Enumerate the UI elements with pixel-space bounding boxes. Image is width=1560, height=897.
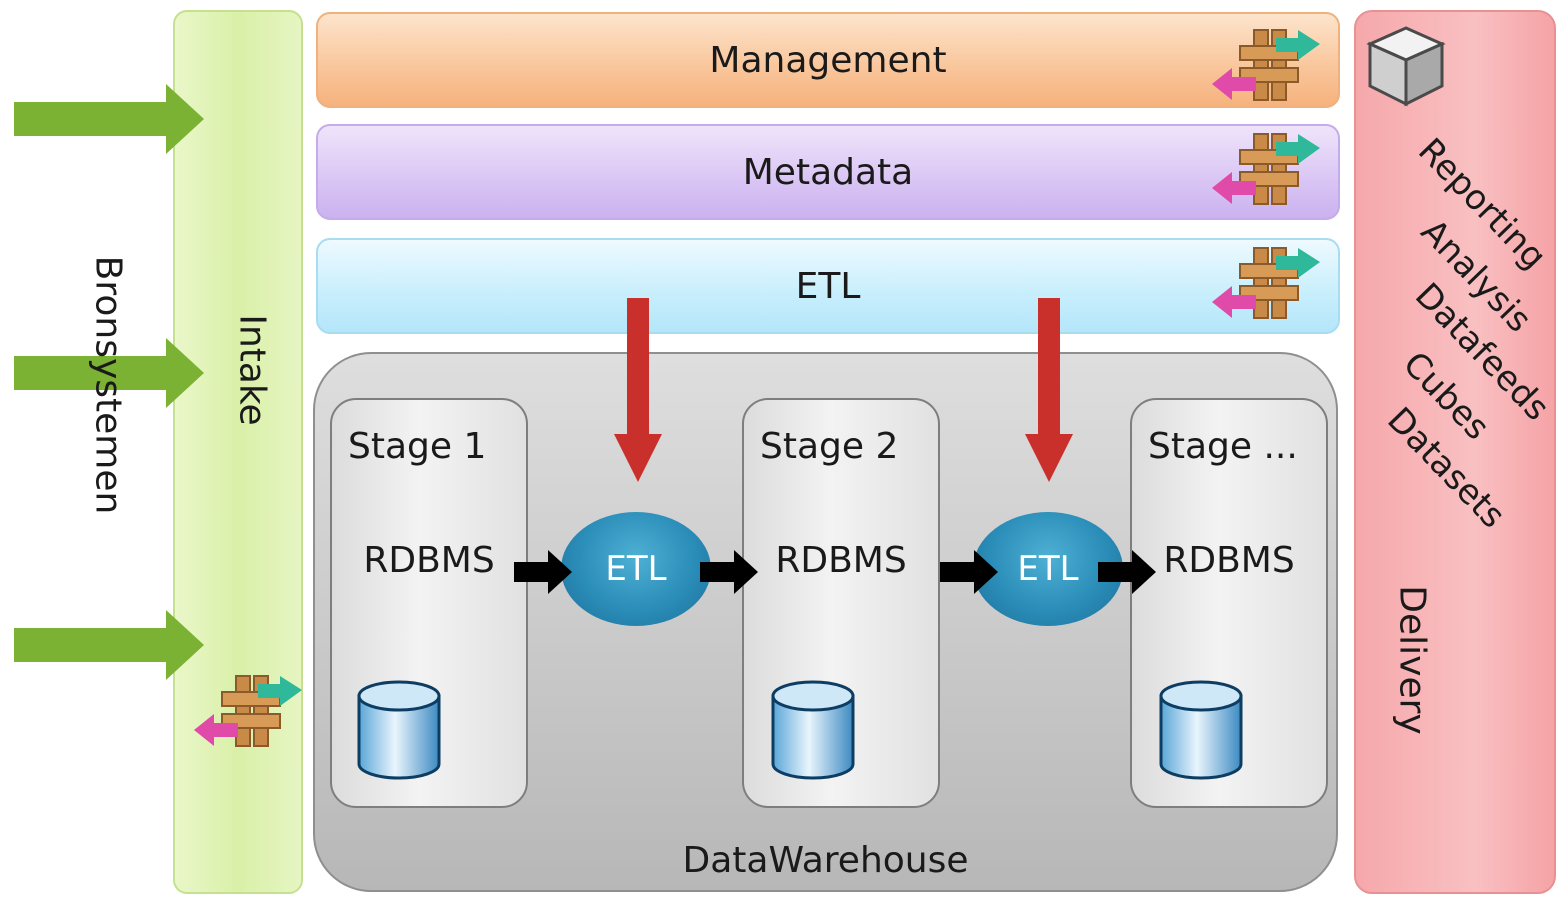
etl-drop-arrow xyxy=(614,298,662,482)
flow-arrow xyxy=(940,550,998,594)
stage-db-label: RDBMS xyxy=(363,540,495,581)
delivery-label: Delivery xyxy=(1391,585,1433,735)
stage-title: Stage 2 xyxy=(760,426,899,467)
flow-arrow xyxy=(700,550,758,594)
management-label: Management xyxy=(709,40,947,81)
stage-title: Stage ... xyxy=(1148,426,1298,467)
stage-db-label: RDBMS xyxy=(1163,540,1295,581)
database-icon xyxy=(771,680,855,780)
etl-drop-arrow xyxy=(1025,298,1073,482)
source-arrow xyxy=(14,84,204,154)
etl-node: ETL xyxy=(973,512,1123,626)
metadata-band: Metadata xyxy=(316,124,1340,220)
intake-label: Intake xyxy=(231,314,273,426)
integration-icon xyxy=(1212,247,1320,319)
integration-icon xyxy=(1212,133,1320,205)
delivery-panel xyxy=(1354,10,1556,894)
flow-arrow xyxy=(514,550,572,594)
integration-icon xyxy=(194,675,302,747)
flow-arrow xyxy=(1098,550,1156,594)
etl-node: ETL xyxy=(561,512,711,626)
metadata-label: Metadata xyxy=(742,152,914,193)
stage-title: Stage 1 xyxy=(348,426,487,467)
cube-icon xyxy=(1366,26,1446,107)
integration-icon xyxy=(1212,29,1320,101)
etl-band: ETL xyxy=(316,238,1340,334)
source-systems-label: Bronsystemen xyxy=(87,255,129,515)
etl-band-label: ETL xyxy=(795,266,861,307)
database-icon xyxy=(1159,680,1243,780)
datawarehouse-label: DataWarehouse xyxy=(682,840,969,881)
management-band: Management xyxy=(316,12,1340,108)
source-arrow xyxy=(14,338,204,408)
source-arrow xyxy=(14,610,204,680)
database-icon xyxy=(357,680,441,780)
stage-db-label: RDBMS xyxy=(775,540,907,581)
